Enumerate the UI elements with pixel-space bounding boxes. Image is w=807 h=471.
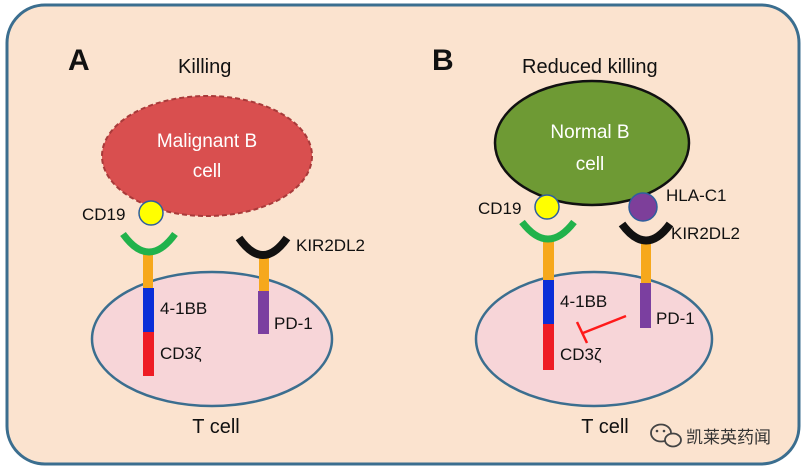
wechat-icon [650,423,682,448]
panel-b-kir2dl2-label: KIR2DL2 [671,224,740,243]
watermark-text: 凯莱英药闻 [686,428,771,448]
panel-a-4-1bb-domain [143,288,154,332]
panel-b-kir2dl2-receptor [618,221,674,245]
panel-a-car-hinge [143,254,153,288]
panel-a-cd19-label: CD19 [82,205,125,224]
panel-b-kir-hinge [641,243,651,283]
panel-a-kir2dl2-receptor [235,235,291,259]
panel-b-t-cell-label: T cell [581,416,628,438]
panel-b-4-1bb-label: 4-1BB [560,292,607,311]
panel-a-pd1-label: PD-1 [274,314,313,333]
panel-a: A Killing T cell Malignant B cell CD19 K… [68,44,365,438]
panel-a-cell-line2: cell [193,161,222,182]
panel-a-cell-line1: Malignant B [157,131,257,152]
panel-a-malignant-b-cell [101,95,313,217]
panel-a-pd1-domain [258,291,269,334]
panel-b-cd3z-domain [543,324,554,370]
panel-b-letter: B [432,44,454,77]
panel-b-cd19-antigen [534,194,560,220]
panel-b-hla-c1-label: HLA-C1 [666,186,726,205]
panel-a-car-scfv [120,231,178,256]
panel-b-pd1-label: PD-1 [656,309,695,328]
panel-b-t-cell [474,270,714,408]
panel-b-cd3z-label: CD3ζ [560,345,602,364]
panel-b-hla-c1-ligand [628,192,658,222]
panel-a-title: Killing [178,56,231,78]
panel-a-t-cell [90,270,334,408]
panel-b-cell-line1: Normal B [550,122,629,143]
panel-b-cd19-label: CD19 [478,199,521,218]
panel-a-cd19-antigen [138,200,164,226]
watermark: 凯莱英药闻 [650,423,771,448]
panel-a-kir-hinge [259,256,269,291]
panel-b-pd1-domain [640,283,651,328]
panel-b-title: Reduced killing [522,56,658,78]
panel-a-cd3z-domain [143,332,154,376]
panel-b-inhibition-bar [575,321,589,344]
panel-a-4-1bb-label: 4-1BB [160,299,207,318]
panel-a-kir2dl2-label: KIR2DL2 [296,236,365,255]
panel-b-4-1bb-domain [543,280,554,324]
panel-b: B Reduced killing T cell Normal B cell C… [432,44,740,438]
panel-b-car-scfv [519,219,577,243]
panel-b-cell-line2: cell [576,154,605,175]
panel-b-car-hinge [543,240,554,280]
panel-a-letter: A [68,44,90,77]
panel-a-cd3z-label: CD3ζ [160,344,202,363]
panel-b-inhibition-line [582,314,627,335]
panel-b-normal-b-cell [493,79,691,207]
panel-a-t-cell-label: T cell [192,416,239,438]
